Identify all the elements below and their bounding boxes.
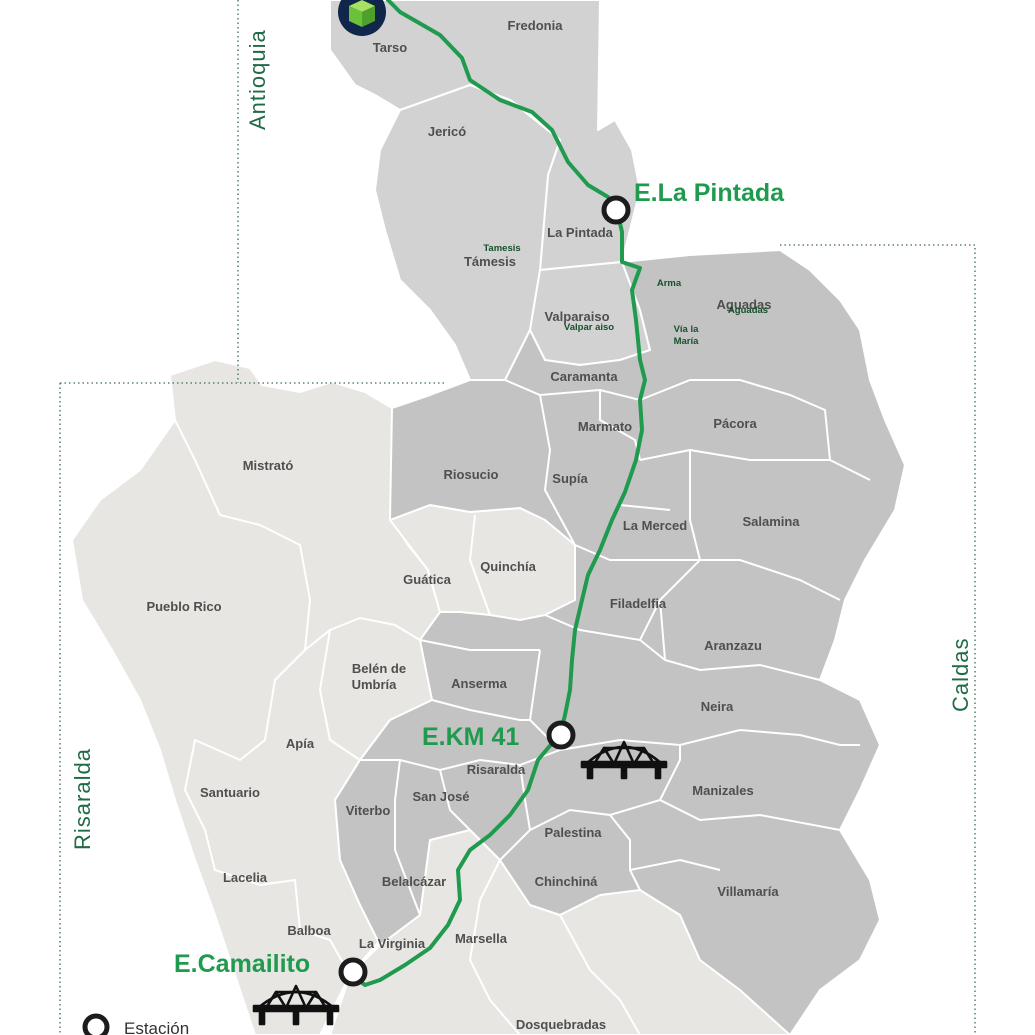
- municipality-label: Dosquebradas: [516, 1017, 606, 1032]
- municipality-label: Pueblo Rico: [146, 599, 221, 614]
- municipality-label: Tarso: [373, 40, 407, 55]
- municipality-labels: Fredonia Tarso Jericó Tamesis Támesis La…: [146, 18, 800, 1032]
- municipality-label: Jericó: [428, 124, 466, 139]
- municipality-label: Lacelia: [223, 870, 268, 885]
- municipality-label: Valparaiso: [544, 309, 609, 324]
- municipality-label: Aranzazu: [704, 638, 762, 653]
- municipality-label: Caramanta: [550, 369, 618, 384]
- municipality-label: Riosucio: [444, 467, 499, 482]
- municipality-label: Pácora: [713, 416, 757, 431]
- department-frames: [59, 0, 976, 1035]
- municipality-label: La Virginia: [359, 936, 426, 951]
- municipality-label: Palestina: [544, 825, 602, 840]
- risaralda-region: [71, 359, 791, 1035]
- municipality-label: Salamina: [742, 514, 800, 529]
- municipality-label: San José: [412, 789, 469, 804]
- municipality-label: Aguadas: [717, 297, 772, 312]
- municipality-label: Supía: [552, 471, 588, 486]
- department-label-antioquia: Antioquia: [245, 29, 270, 130]
- municipality-label: Vía la: [674, 324, 700, 335]
- station-label-camailito: E.Camailito: [174, 950, 310, 978]
- cube-logo-icon: [338, 0, 386, 36]
- municipality-label: Balboa: [287, 923, 331, 938]
- municipality-label: Anserma: [451, 676, 507, 691]
- caldas-region: [334, 249, 906, 1035]
- station-ring-icon: [601, 195, 631, 225]
- municipality-label: Umbría: [352, 677, 398, 692]
- truss-bridge-icon: [580, 740, 668, 780]
- municipality-label: Santuario: [200, 785, 260, 800]
- municipality-label: Támesis: [464, 254, 516, 269]
- municipality-label: María: [674, 336, 700, 347]
- municipality-label: Villamaría: [717, 884, 779, 899]
- station-ring-icon: [546, 720, 576, 750]
- department-label-risaralda: Risaralda: [70, 748, 95, 850]
- municipality-label: Aguadas: [728, 305, 768, 316]
- station-label-km41: E.KM 41: [422, 723, 519, 751]
- railway-route: [350, 0, 647, 987]
- station-ring-icon: [82, 1013, 110, 1035]
- municipality-label: Filadelfia: [610, 596, 667, 611]
- truss-bridge-icon: [252, 984, 340, 1026]
- municipality-label: Belalcázar: [382, 874, 446, 889]
- station-ring-icon: [338, 957, 368, 987]
- municipality-label: La Merced: [623, 518, 687, 533]
- municipality-label: Belén de: [352, 661, 406, 676]
- municipality-label: Chinchiná: [535, 874, 599, 889]
- municipality-label: Marsella: [455, 931, 508, 946]
- municipality-label: Quinchía: [480, 559, 536, 574]
- municipality-label: Guática: [403, 572, 451, 587]
- municipality-label: Viterbo: [346, 803, 391, 818]
- municipality-label: Manizales: [692, 783, 753, 798]
- legend: Estación: [82, 1013, 189, 1035]
- municipality-label: La Pintada: [547, 225, 614, 240]
- municipality-label: Neira: [701, 699, 734, 714]
- municipality-label: Mistrató: [243, 458, 294, 473]
- municipality-label: Apía: [286, 736, 315, 751]
- legend-label-station: Estación: [124, 1019, 189, 1035]
- municipality-label: Valpar aiso: [564, 322, 614, 333]
- municipality-label: Risaralda: [467, 762, 526, 777]
- municipality-label: Marmato: [578, 419, 632, 434]
- antioquia-region: [329, 0, 651, 381]
- station-label-la-pintada: E.La Pintada: [634, 179, 785, 207]
- municipality-label: Arma: [657, 278, 682, 289]
- department-label-caldas: Caldas: [948, 638, 973, 712]
- municipality-label: Tamesis: [483, 243, 520, 254]
- municipality-label: Fredonia: [508, 18, 564, 33]
